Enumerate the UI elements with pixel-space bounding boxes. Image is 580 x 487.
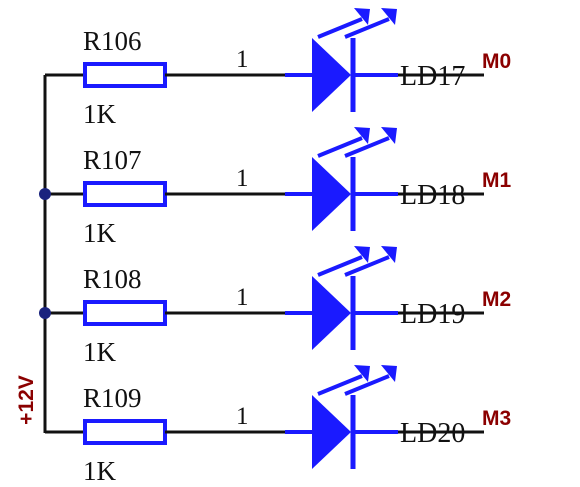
resistor-body: [83, 181, 167, 207]
led-emission-arrow-shaft: [317, 136, 363, 158]
resistor-value-label: 1K: [83, 218, 117, 248]
pin-number-label: 1: [236, 403, 249, 430]
pin-number-label: 1: [236, 165, 249, 192]
led-emission-arrow-shaft: [344, 136, 390, 158]
led-emission-arrow-shaft: [344, 255, 390, 277]
led-triangle: [312, 157, 351, 231]
resistor-ref-label: R106: [83, 26, 142, 56]
net-label: M1: [482, 169, 511, 192]
resistor-value-label: 1K: [83, 456, 117, 486]
led-emission-arrow-shaft: [344, 374, 390, 396]
resistor-ref-label: R107: [83, 145, 142, 175]
led-triangle: [312, 276, 351, 350]
net-label: M2: [482, 288, 511, 311]
resistor-value-label: 1K: [83, 99, 117, 129]
led-emission-arrow-head: [354, 246, 370, 263]
led-ref-label: LD17: [400, 61, 465, 92]
net-label: M0: [482, 50, 511, 73]
led-emission-arrow-head: [354, 8, 370, 25]
resistor-ref-label: R108: [83, 264, 142, 294]
pin-number-label: 1: [236, 284, 249, 311]
supply-label: +12V: [15, 375, 38, 425]
led-emission-arrow-head: [354, 365, 370, 382]
led-emission-arrow-head: [381, 365, 397, 382]
resistor-body: [83, 419, 167, 445]
resistor-body: [83, 62, 167, 88]
led-emission-arrow-head: [381, 8, 397, 25]
led-triangle: [312, 395, 351, 469]
led-emission-arrow-shaft: [317, 17, 363, 39]
led-emission-arrow-shaft: [317, 374, 363, 396]
junction-dot: [39, 188, 51, 200]
resistor-value-label: 1K: [83, 337, 117, 367]
led-emission-arrow-head: [381, 246, 397, 263]
resistor-ref-label: R109: [83, 383, 142, 413]
led-emission-arrow-head: [381, 127, 397, 144]
net-label: M3: [482, 407, 511, 430]
led-emission-arrow-shaft: [317, 255, 363, 277]
led-ref-label: LD18: [400, 180, 465, 211]
resistor-body: [83, 300, 167, 326]
led-triangle: [312, 38, 351, 112]
led-ref-label: LD19: [400, 299, 465, 330]
pin-number-label: 1: [236, 46, 249, 73]
led-emission-arrow-shaft: [344, 17, 390, 39]
junction-dot: [39, 307, 51, 319]
led-ref-label: LD20: [400, 418, 465, 449]
led-emission-arrow-head: [354, 127, 370, 144]
